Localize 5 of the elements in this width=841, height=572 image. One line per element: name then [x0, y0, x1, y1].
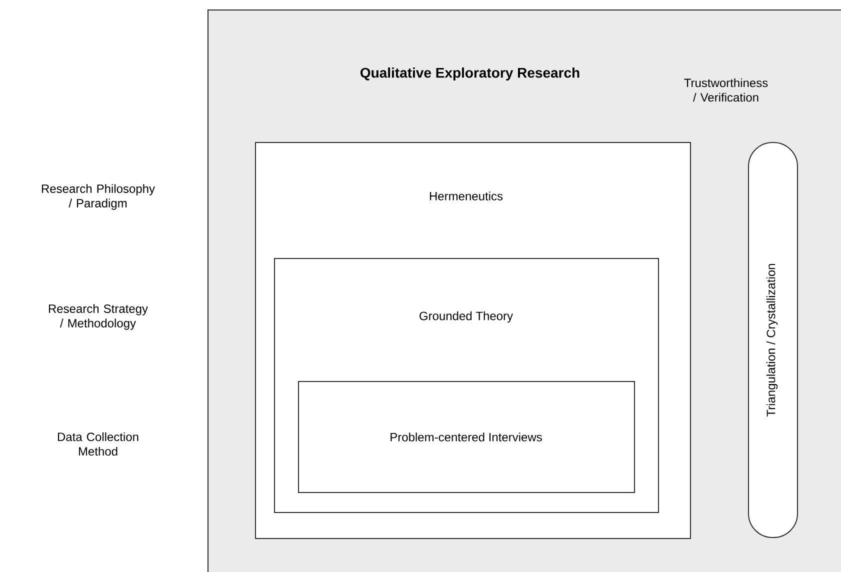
- node-label: Trustworthiness / Verification: [684, 78, 768, 102]
- row-label: Research Philosophy / Paradigm: [42, 184, 155, 210]
- nested-box: Problem-centered Interviews: [298, 381, 635, 493]
- row-label: Research Strategy / Methodology: [48, 304, 148, 330]
- row-label: Data Collection Method: [58, 432, 138, 456]
